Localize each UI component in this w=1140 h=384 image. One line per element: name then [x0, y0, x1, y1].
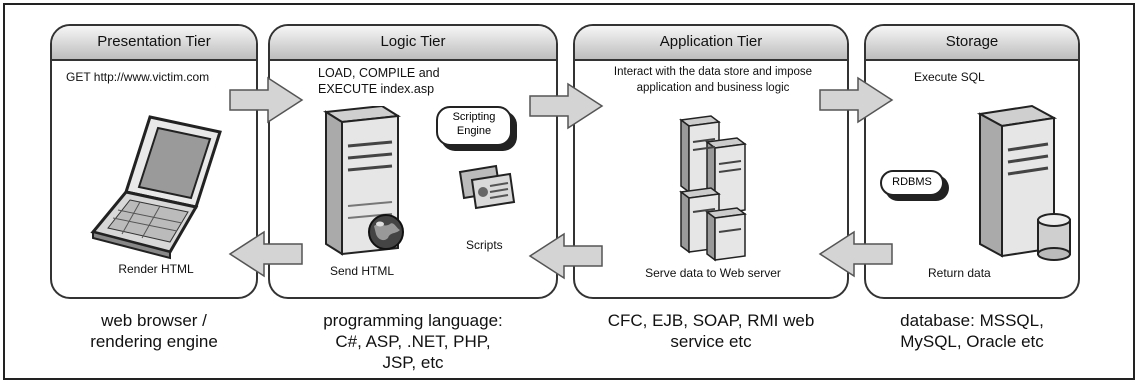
load-compile-text-line2: EXECUTE index.asp [318, 82, 435, 96]
arrow-right-icon [819, 76, 894, 124]
logic-caption-line1: programming language: [323, 311, 503, 330]
return-data-text: Return data [928, 266, 991, 280]
logic-caption-line2: C#, ASP, .NET, PHP, [335, 332, 491, 351]
storage-caption: database: MSSQL, MySQL, Oracle etc [864, 310, 1080, 352]
application-tier-panel: Application Tier Interact with the data … [573, 24, 849, 299]
execute-sql-text: Execute SQL [914, 70, 985, 84]
database-cylinder-icon [1037, 213, 1071, 261]
storage-panel: Storage Execute SQL RDBMS Return data [864, 24, 1080, 299]
application-caption: CFC, EJB, SOAP, RMI web service etc [573, 310, 849, 352]
get-request-text: GET http://www.victim.com [66, 70, 210, 84]
diagram-frame [3, 3, 1135, 380]
application-caption-line2: service etc [670, 332, 752, 351]
logic-tier-title: Logic Tier [270, 26, 556, 61]
rdbms-label: RDBMS [892, 176, 932, 188]
arrow-left-icon [528, 232, 603, 280]
arrow-right-icon [229, 76, 304, 124]
rdbms-badge: RDBMS [880, 170, 944, 196]
web-server-icon [323, 106, 401, 256]
arrow-left-icon [818, 230, 893, 278]
storage-caption-line2: MySQL, Oracle etc [900, 332, 1044, 351]
logic-caption: programming language: C#, ASP, .NET, PHP… [268, 310, 558, 373]
database-server-icon [976, 104, 1058, 258]
laptop-icon [90, 115, 222, 260]
arrow-left-icon [228, 230, 303, 278]
scripting-engine-label-line1: Scripting [452, 111, 496, 123]
scripting-engine-badge: Scripting Engine [436, 106, 512, 146]
application-tier-title: Application Tier [575, 26, 847, 61]
logic-caption-line3: JSP, etc [382, 353, 444, 372]
scripts-label: Scripts [466, 238, 503, 252]
presentation-tier-panel: Presentation Tier GET http://www.victim.… [50, 24, 258, 299]
arrow-right-icon [529, 82, 604, 130]
script-cards-icon [458, 164, 516, 210]
interact-text-line2: application and business logic [636, 82, 790, 94]
logic-tier-panel: Logic Tier LOAD, COMPILE and EXECUTE ind… [268, 24, 558, 299]
presentation-caption-line2: rendering engine [90, 332, 218, 351]
storage-title: Storage [866, 26, 1078, 61]
presentation-caption: web browser / rendering engine [50, 310, 258, 352]
server-cluster-icon [679, 115, 747, 262]
application-caption-line1: CFC, EJB, SOAP, RMI web [607, 311, 815, 330]
storage-caption-line1: database: MSSQL, [900, 311, 1044, 330]
render-html-text: Render HTML [118, 262, 194, 276]
presentation-tier-title: Presentation Tier [52, 26, 256, 61]
presentation-caption-line1: web browser / [101, 311, 207, 330]
globe-icon [368, 214, 404, 250]
scripting-engine-label-line2: Engine [456, 125, 492, 137]
load-compile-text-line1: LOAD, COMPILE and [318, 66, 440, 80]
serve-data-text: Serve data to Web server [645, 266, 781, 280]
interact-text-line1: Interact with the data store and impose [613, 66, 813, 78]
send-html-text: Send HTML [330, 264, 395, 278]
